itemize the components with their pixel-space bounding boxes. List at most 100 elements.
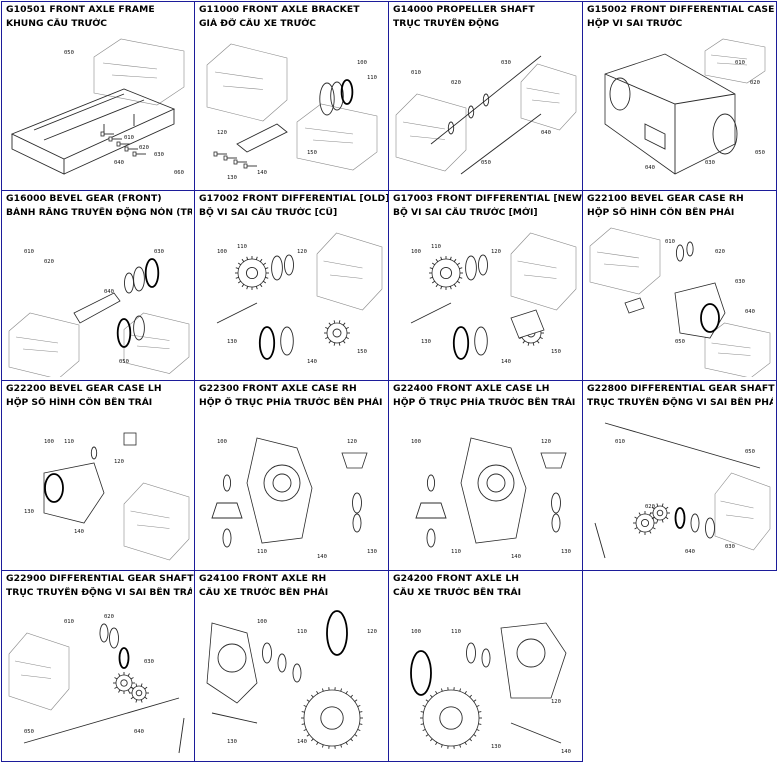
svg-text:020: 020 bbox=[750, 80, 760, 86]
svg-text:030: 030 bbox=[144, 659, 154, 665]
catalog-item[interactable]: G16000 BEVEL GEAR (FRONT)BÁNH RĂNG TRUYỀ… bbox=[1, 191, 195, 381]
part-vietnamese-title: HỘP Ổ TRỤC PHÍA TRƯỚC BÊN TRÁI bbox=[393, 397, 576, 408]
part-code-title: G17003 FRONT DIFFERENTIAL [NEW] bbox=[393, 193, 583, 204]
part-code-title: G17002 FRONT DIFFERENTIAL [OLD] bbox=[199, 193, 389, 204]
svg-text:100: 100 bbox=[44, 439, 54, 445]
svg-text:140: 140 bbox=[317, 554, 327, 560]
svg-text:020: 020 bbox=[715, 249, 725, 255]
part-code-title: G11000 FRONT AXLE BRACKET bbox=[199, 4, 360, 15]
part-code-title: G22200 BEVEL GEAR CASE LH bbox=[6, 383, 162, 394]
empty-cell bbox=[583, 571, 777, 762]
svg-text:130: 130 bbox=[421, 339, 431, 345]
svg-text:020: 020 bbox=[645, 504, 655, 510]
part-code-title: G22900 DIFFERENTIAL GEAR SHAFT LH bbox=[6, 573, 195, 584]
part-vietnamese-title: HỘP VI SAI TRƯỚC bbox=[587, 18, 683, 29]
svg-text:120: 120 bbox=[551, 699, 561, 705]
part-vietnamese-title: GIÁ ĐỠ CẦU XE TRƯỚC bbox=[199, 18, 317, 29]
front-axle-lh-diagram: 100 110 120 130 140 bbox=[391, 603, 579, 757]
part-code-title: G24200 FRONT AXLE LH bbox=[393, 573, 520, 584]
svg-text:030: 030 bbox=[735, 279, 745, 285]
part-vietnamese-title: BỘ VI SAI CẦU TRƯỚC [CŨ] bbox=[199, 207, 338, 218]
catalog-item[interactable]: G22400 FRONT AXLE CASE LH HỘP Ổ TRỤC PHÍA… bbox=[389, 381, 583, 571]
svg-text:040: 040 bbox=[645, 165, 655, 171]
svg-text:140: 140 bbox=[74, 529, 84, 535]
svg-text:110: 110 bbox=[64, 439, 74, 445]
catalog-item[interactable]: G17003 FRONT DIFFERENTIAL [NEW] BỘ VI SAI… bbox=[389, 191, 583, 381]
svg-text:050: 050 bbox=[64, 50, 74, 56]
svg-text:050: 050 bbox=[745, 449, 755, 455]
svg-text:150: 150 bbox=[357, 349, 367, 355]
svg-text:100: 100 bbox=[411, 249, 421, 255]
svg-text:030: 030 bbox=[154, 249, 164, 255]
catalog-item[interactable]: G11000 FRONT AXLE BRACKET GIÁ ĐỠ CẦU XE T… bbox=[195, 1, 389, 191]
svg-text:100: 100 bbox=[411, 629, 421, 635]
svg-text:110: 110 bbox=[257, 549, 267, 555]
svg-text:130: 130 bbox=[491, 744, 501, 750]
svg-text:140: 140 bbox=[501, 359, 511, 365]
part-vietnamese-title: HỘP SỐ HÌNH CÔN BÊN PHẢI bbox=[587, 207, 735, 218]
svg-text:140: 140 bbox=[297, 739, 307, 745]
svg-text:150: 150 bbox=[307, 150, 317, 156]
part-code-title: G22400 FRONT AXLE CASE LH bbox=[393, 383, 550, 394]
svg-text:030: 030 bbox=[705, 160, 715, 166]
catalog-item[interactable]: G24200 FRONT AXLE LH CẦU XE TRƯỚC BÊN TRÁ… bbox=[389, 571, 583, 762]
svg-text:120: 120 bbox=[347, 439, 357, 445]
svg-text:110: 110 bbox=[431, 244, 441, 250]
svg-text:010: 010 bbox=[735, 60, 745, 66]
part-vietnamese-title: HỘP SỐ HÌNH CÔN BÊN TRÁI bbox=[6, 397, 153, 408]
svg-text:150: 150 bbox=[551, 349, 561, 355]
catalog-item[interactable]: G22200 BEVEL GEAR CASE LH HỘP SỐ HÌNH CÔN… bbox=[1, 381, 195, 571]
svg-text:120: 120 bbox=[367, 629, 377, 635]
svg-text:010: 010 bbox=[124, 135, 134, 141]
svg-text:040: 040 bbox=[104, 289, 114, 295]
svg-text:130: 130 bbox=[227, 739, 237, 745]
svg-text:030: 030 bbox=[154, 152, 164, 158]
svg-text:010: 010 bbox=[411, 70, 421, 76]
svg-text:010: 010 bbox=[64, 619, 74, 625]
svg-text:030: 030 bbox=[501, 60, 511, 66]
svg-text:020: 020 bbox=[104, 614, 114, 620]
svg-text:050: 050 bbox=[24, 729, 34, 735]
svg-text:020: 020 bbox=[139, 145, 149, 151]
svg-text:010: 010 bbox=[665, 239, 675, 245]
svg-text:010: 010 bbox=[24, 249, 34, 255]
part-code-title: G10501 FRONT AXLE FRAME bbox=[6, 4, 155, 15]
svg-text:050: 050 bbox=[481, 160, 491, 166]
svg-text:100: 100 bbox=[357, 60, 367, 66]
svg-text:140: 140 bbox=[561, 749, 571, 755]
svg-text:110: 110 bbox=[237, 244, 247, 250]
catalog-item[interactable]: G17002 FRONT DIFFERENTIAL [OLD] BỘ VI SAI… bbox=[195, 191, 389, 381]
svg-text:140: 140 bbox=[307, 359, 317, 365]
part-vietnamese-title: TRỤC TRUYỀN ĐỘNG bbox=[393, 18, 500, 29]
svg-text:140: 140 bbox=[511, 554, 521, 560]
svg-text:110: 110 bbox=[451, 549, 461, 555]
svg-text:110: 110 bbox=[297, 629, 307, 635]
part-vietnamese-title: TRỤC TRUYỀN ĐỘNG VI SAI BÊN PHẢI bbox=[587, 397, 773, 408]
part-vietnamese-title: BỘ VI SAI CẦU TRƯỚC [MỚI] bbox=[393, 207, 538, 218]
svg-text:130: 130 bbox=[24, 509, 34, 515]
part-vietnamese-title: CẦU XE TRƯỚC BÊN PHẢI bbox=[199, 587, 329, 598]
svg-text:110: 110 bbox=[451, 629, 461, 635]
part-vietnamese-title: CẦU XE TRƯỚC BÊN TRÁI bbox=[393, 587, 522, 598]
